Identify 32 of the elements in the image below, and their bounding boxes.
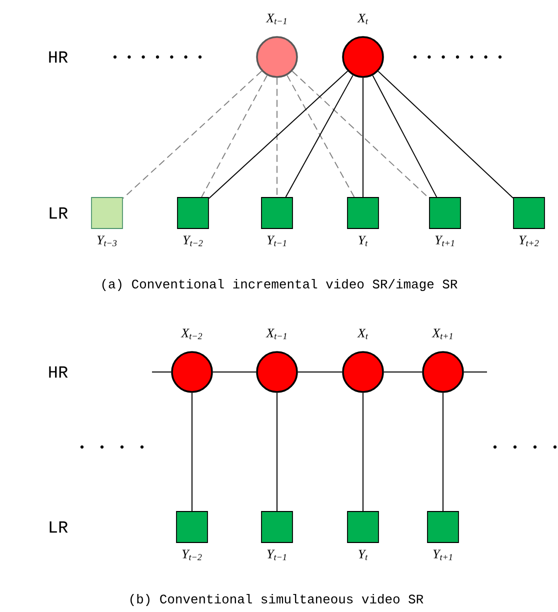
caption: (a) Conventional incremental video SR/image SR <box>102 278 458 292</box>
connector-line <box>276 77 278 198</box>
node-label: Y$_{t+1}$ <box>433 550 452 560</box>
node-label: X$_{t−1}$ <box>266 328 286 340</box>
connector-line <box>372 75 438 198</box>
caption: (b) Conventional simultaneous video SR <box>130 594 424 606</box>
connector-line <box>208 70 348 199</box>
node-label: X$_{t+1}$ <box>432 328 452 340</box>
hr-label: HR <box>49 366 68 378</box>
node-label: Y$_{t−1}$ <box>267 550 286 560</box>
lr-label: LR <box>50 521 68 533</box>
node-label: X$_{t}$ <box>357 328 368 340</box>
node-label: Y$_{t−1}$ <box>267 236 286 246</box>
node-label: X$_{t−1}$ <box>266 14 286 24</box>
node-label: Y$_{t+2}$ <box>519 236 539 246</box>
connector-line <box>276 392 278 512</box>
node-label: Y$_{t+1}$ <box>435 236 454 246</box>
hr-label: HR <box>49 51 68 63</box>
node-label: Y$_{t−2}$ <box>183 236 203 246</box>
connector-line <box>362 392 364 512</box>
node-label: X$_{t−2}$ <box>180 328 202 340</box>
connector-line <box>442 392 444 512</box>
connector-line <box>378 70 514 199</box>
node-label: Y$_{t−2}$ <box>182 550 202 560</box>
connector-line <box>362 77 364 198</box>
connector-line <box>201 74 268 198</box>
connector-line <box>122 70 262 199</box>
lr-label: LR <box>50 207 68 219</box>
node-label: Y$_{t−3}$ <box>97 236 117 246</box>
node-label: Y$_{t}$ <box>358 550 368 560</box>
node-label: X$_{t}$ <box>357 14 368 24</box>
node-label: Y$_{t}$ <box>358 236 368 246</box>
